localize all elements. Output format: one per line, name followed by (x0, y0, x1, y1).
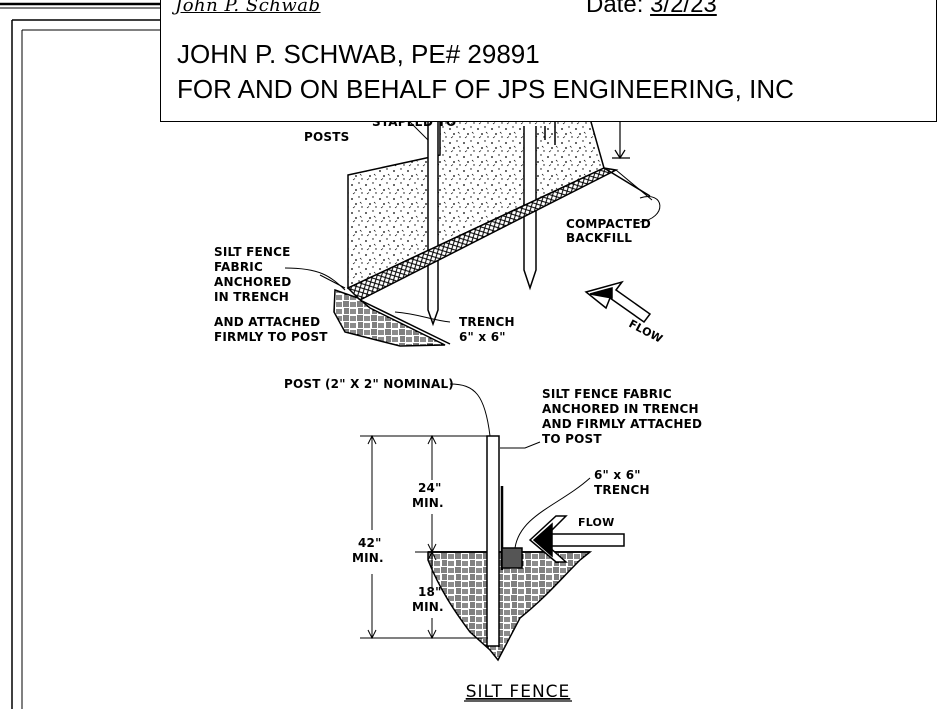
section-trench-label-2: TRENCH (594, 483, 650, 497)
dim-18-value: 18" (418, 585, 442, 599)
iso-fabric-label-3: ANCHORED (214, 275, 291, 289)
section-flow-label: FLOW (578, 516, 614, 529)
dim-42-value: 42" (358, 536, 382, 550)
engineer-signature: John P. Schwab (175, 0, 321, 16)
isometric-view: STAPLED TO POSTS COMPACTED BACKFILL SILT… (214, 89, 665, 347)
iso-flow-arrow (584, 280, 652, 324)
iso-trench-soil (333, 288, 446, 347)
section-trench-block (501, 547, 523, 569)
iso-trench-label-1: TRENCH (459, 315, 515, 329)
section-flow-arrow (528, 515, 625, 563)
iso-fabric-label-4: IN TRENCH (214, 290, 289, 304)
section-post (486, 435, 500, 647)
date-label: Date: (586, 0, 644, 18)
section-fabric-label-2: ANCHORED IN TRENCH (542, 402, 699, 416)
iso-posts (427, 120, 556, 327)
section-soil (427, 551, 593, 662)
sheet-border (0, 2, 160, 709)
dim-24-min: MIN. (412, 496, 444, 510)
section-dimensions (360, 434, 488, 640)
dim-42-min: MIN. (352, 551, 384, 565)
iso-fabric-label-6: FIRMLY TO POST (214, 330, 328, 344)
iso-fabric-label-5: AND ATTACHED (214, 315, 320, 329)
company-line: FOR AND ON BEHALF OF JPS ENGINEERING, IN… (177, 74, 794, 104)
iso-trench-label-2: 6" x 6" (459, 330, 506, 344)
section-trench-label-1: 6" x 6" (594, 468, 641, 482)
stamp-date: Date: 3/2/23 (586, 0, 717, 19)
section-view: POST (2" X 2" NOMINAL) SILT FENCE FABRIC… (284, 377, 702, 662)
section-post-label: POST (2" X 2" NOMINAL) (284, 377, 454, 391)
section-fabric-label-3: AND FIRMLY ATTACHED (542, 417, 702, 431)
iso-backfill-label-2: BACKFILL (566, 231, 632, 245)
engineer-stamp-box: John P. Schwab Date: 3/2/23 JOHN P. SCHW… (160, 0, 937, 122)
iso-stapled-label-2: POSTS (304, 130, 349, 144)
date-value: 3/2/23 (650, 0, 717, 18)
iso-fabric-label-2: FABRIC (214, 260, 263, 274)
section-fabric-label-4: TO POST (542, 432, 602, 446)
drawing-title: SILT FENCE (466, 682, 571, 702)
iso-fabric-label-1: SILT FENCE (214, 245, 291, 259)
section-fabric-label-1: SILT FENCE FABRIC (542, 387, 672, 401)
dim-18-min: MIN. (412, 600, 444, 614)
dim-24-value: 24" (418, 481, 442, 495)
iso-backfill-label-1: COMPACTED (566, 217, 651, 231)
iso-flow-label: FLOW (627, 317, 665, 346)
engineer-name-line: JOHN P. SCHWAB, PE# 29891 (177, 39, 540, 69)
